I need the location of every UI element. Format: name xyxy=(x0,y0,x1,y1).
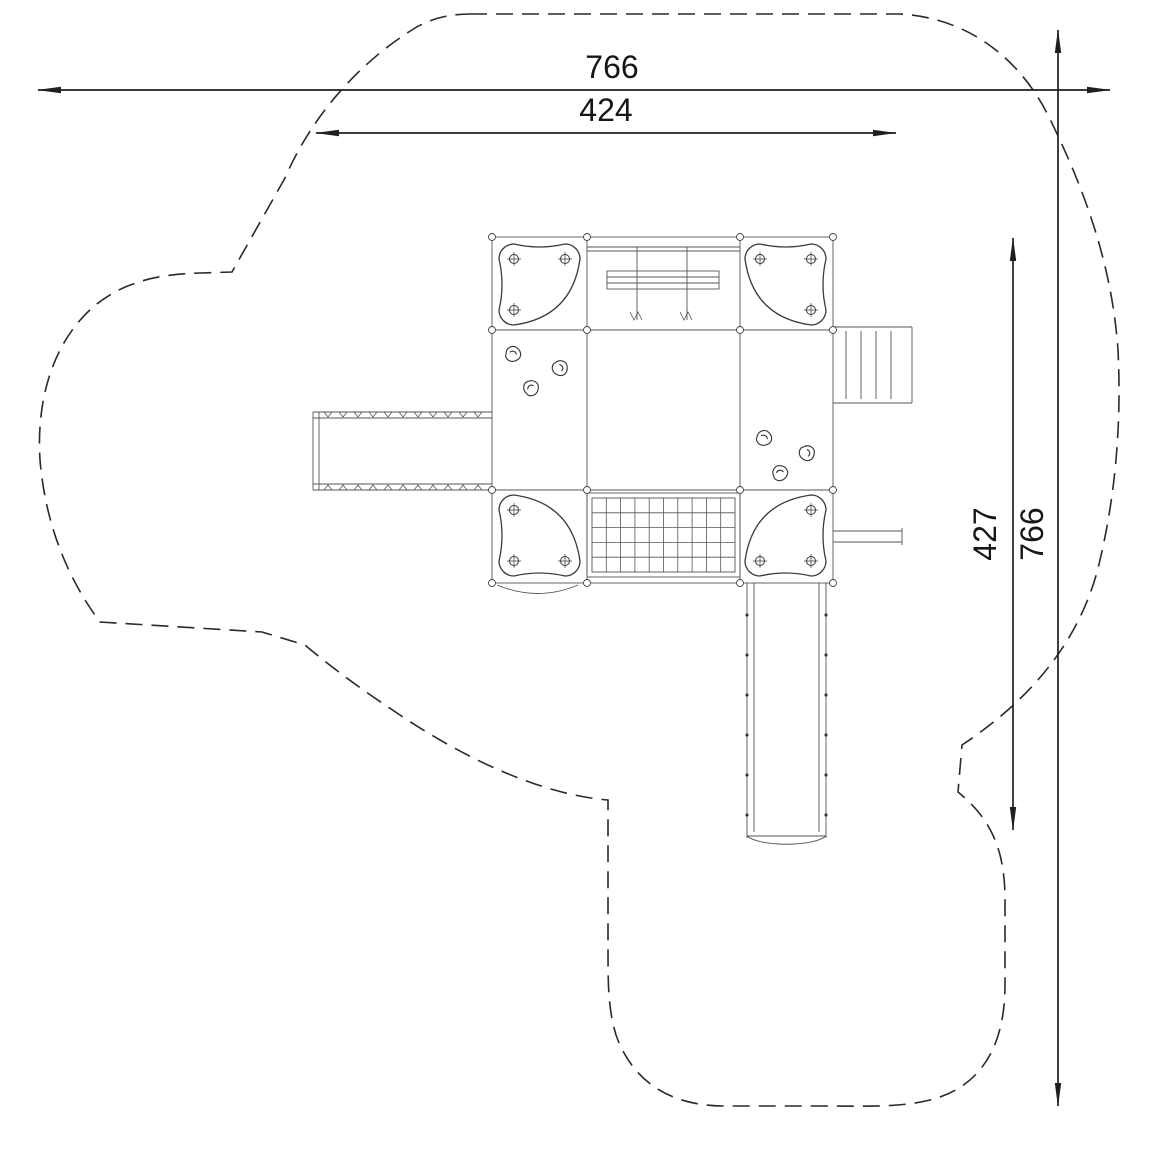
frame-outer-rect xyxy=(491,236,834,584)
deck-top-right xyxy=(744,243,827,326)
dimension-inner-width: 424 xyxy=(315,92,897,137)
dimension-overall-width: 766 xyxy=(37,49,1111,94)
platform-frame-grid xyxy=(491,236,834,584)
frame-posts xyxy=(488,233,837,587)
dimension-label-inner-height: 427 xyxy=(967,507,1003,560)
deck-top-left xyxy=(498,243,581,326)
tower-decks xyxy=(496,243,827,594)
climbing-net xyxy=(586,492,741,578)
overhead-bar xyxy=(587,246,740,321)
frame-inner-lines xyxy=(492,237,833,583)
deck-bottom-right xyxy=(744,494,827,577)
dimensions: 766 424 427 766 xyxy=(37,29,1111,1107)
dimension-label-overall-height: 766 xyxy=(1014,507,1050,560)
climbing-holds-left xyxy=(504,344,571,399)
play-structure-plan xyxy=(312,233,913,845)
dimension-overall-height: 766 xyxy=(1014,29,1062,1107)
net-vertical-ropes xyxy=(605,498,722,572)
slide xyxy=(745,583,828,845)
deck-skirt xyxy=(496,584,579,594)
dimension-inner-height: 427 xyxy=(967,237,1017,831)
dimension-label-inner-width: 424 xyxy=(579,92,632,128)
climbing-holds-right xyxy=(754,427,818,483)
step-ladder xyxy=(833,326,913,404)
net-horizontal-ropes xyxy=(592,512,735,558)
deck-bottom-left xyxy=(498,494,581,577)
overhead-bar-break-marks xyxy=(629,311,693,321)
slide-rail-dots xyxy=(745,613,828,817)
access-ramp xyxy=(312,411,492,491)
safety-zone-outline xyxy=(38,13,1120,1108)
dimension-label-overall-width: 766 xyxy=(585,49,638,85)
ramp-tread-ticks-top xyxy=(323,411,483,418)
pole-arm xyxy=(833,528,903,545)
ramp-tread-ticks-bottom xyxy=(323,484,483,491)
